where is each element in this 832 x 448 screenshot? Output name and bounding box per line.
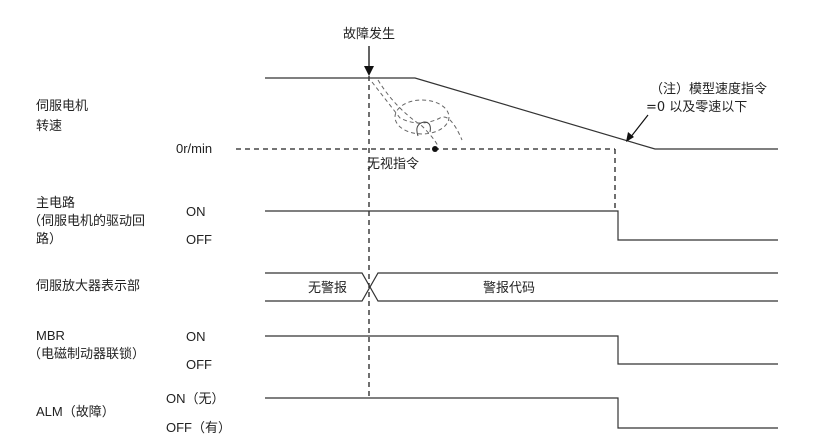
display-no-alarm-label: 无警报	[308, 280, 347, 296]
model-speed-command-curve-2	[377, 79, 439, 147]
mbr-signal	[265, 335, 778, 365]
alm-off-label: OFF（有）	[166, 420, 231, 435]
mbr-label-1: MBR	[36, 328, 65, 343]
zero-speed-label: 0r/min	[176, 141, 212, 156]
ignore-command-dot	[432, 146, 438, 152]
ignore-command-curl	[416, 121, 431, 137]
main-circuit-label-1: 主电路	[36, 195, 75, 211]
ignore-command-ellipse	[394, 99, 450, 135]
main-circuit-signal	[265, 210, 778, 241]
display-alarm-code-label: 警报代码	[483, 280, 535, 296]
note-label-line2: =0 以及零速以下	[646, 100, 747, 115]
main-circuit-label-2: （伺服电机的驱动回	[28, 213, 145, 229]
fault-occurrence-label: 故障发生	[343, 26, 395, 42]
note-arrow-head	[626, 132, 634, 142]
alm-signal	[265, 397, 778, 429]
model-speed-command-curve	[371, 81, 463, 141]
motor-speed-label-2: 转速	[36, 119, 62, 134]
main-circuit-label-3: 路）	[36, 231, 62, 247]
note-label-line1: （注）模型速度指令	[650, 81, 767, 97]
motor-speed-signal	[265, 77, 778, 150]
mbr-off-label: OFF	[186, 357, 212, 372]
main-circuit-on-label: ON	[186, 204, 206, 219]
motor-speed-label-1: 伺服电机	[36, 99, 88, 114]
display-label: 伺服放大器表示部	[36, 279, 140, 294]
mbr-on-label: ON	[186, 329, 206, 344]
alm-label: ALM（故障）	[36, 404, 115, 419]
display-signal-bottom-to-top	[265, 272, 778, 302]
main-circuit-off-label: OFF	[186, 232, 212, 247]
alm-on-label: ON（无）	[166, 391, 225, 406]
fault-arrow-head	[364, 66, 374, 76]
note-arrow	[629, 114, 649, 139]
ignore-command-label: 无视指令	[367, 157, 419, 172]
mbr-label-2: （电磁制动器联锁）	[28, 346, 145, 362]
